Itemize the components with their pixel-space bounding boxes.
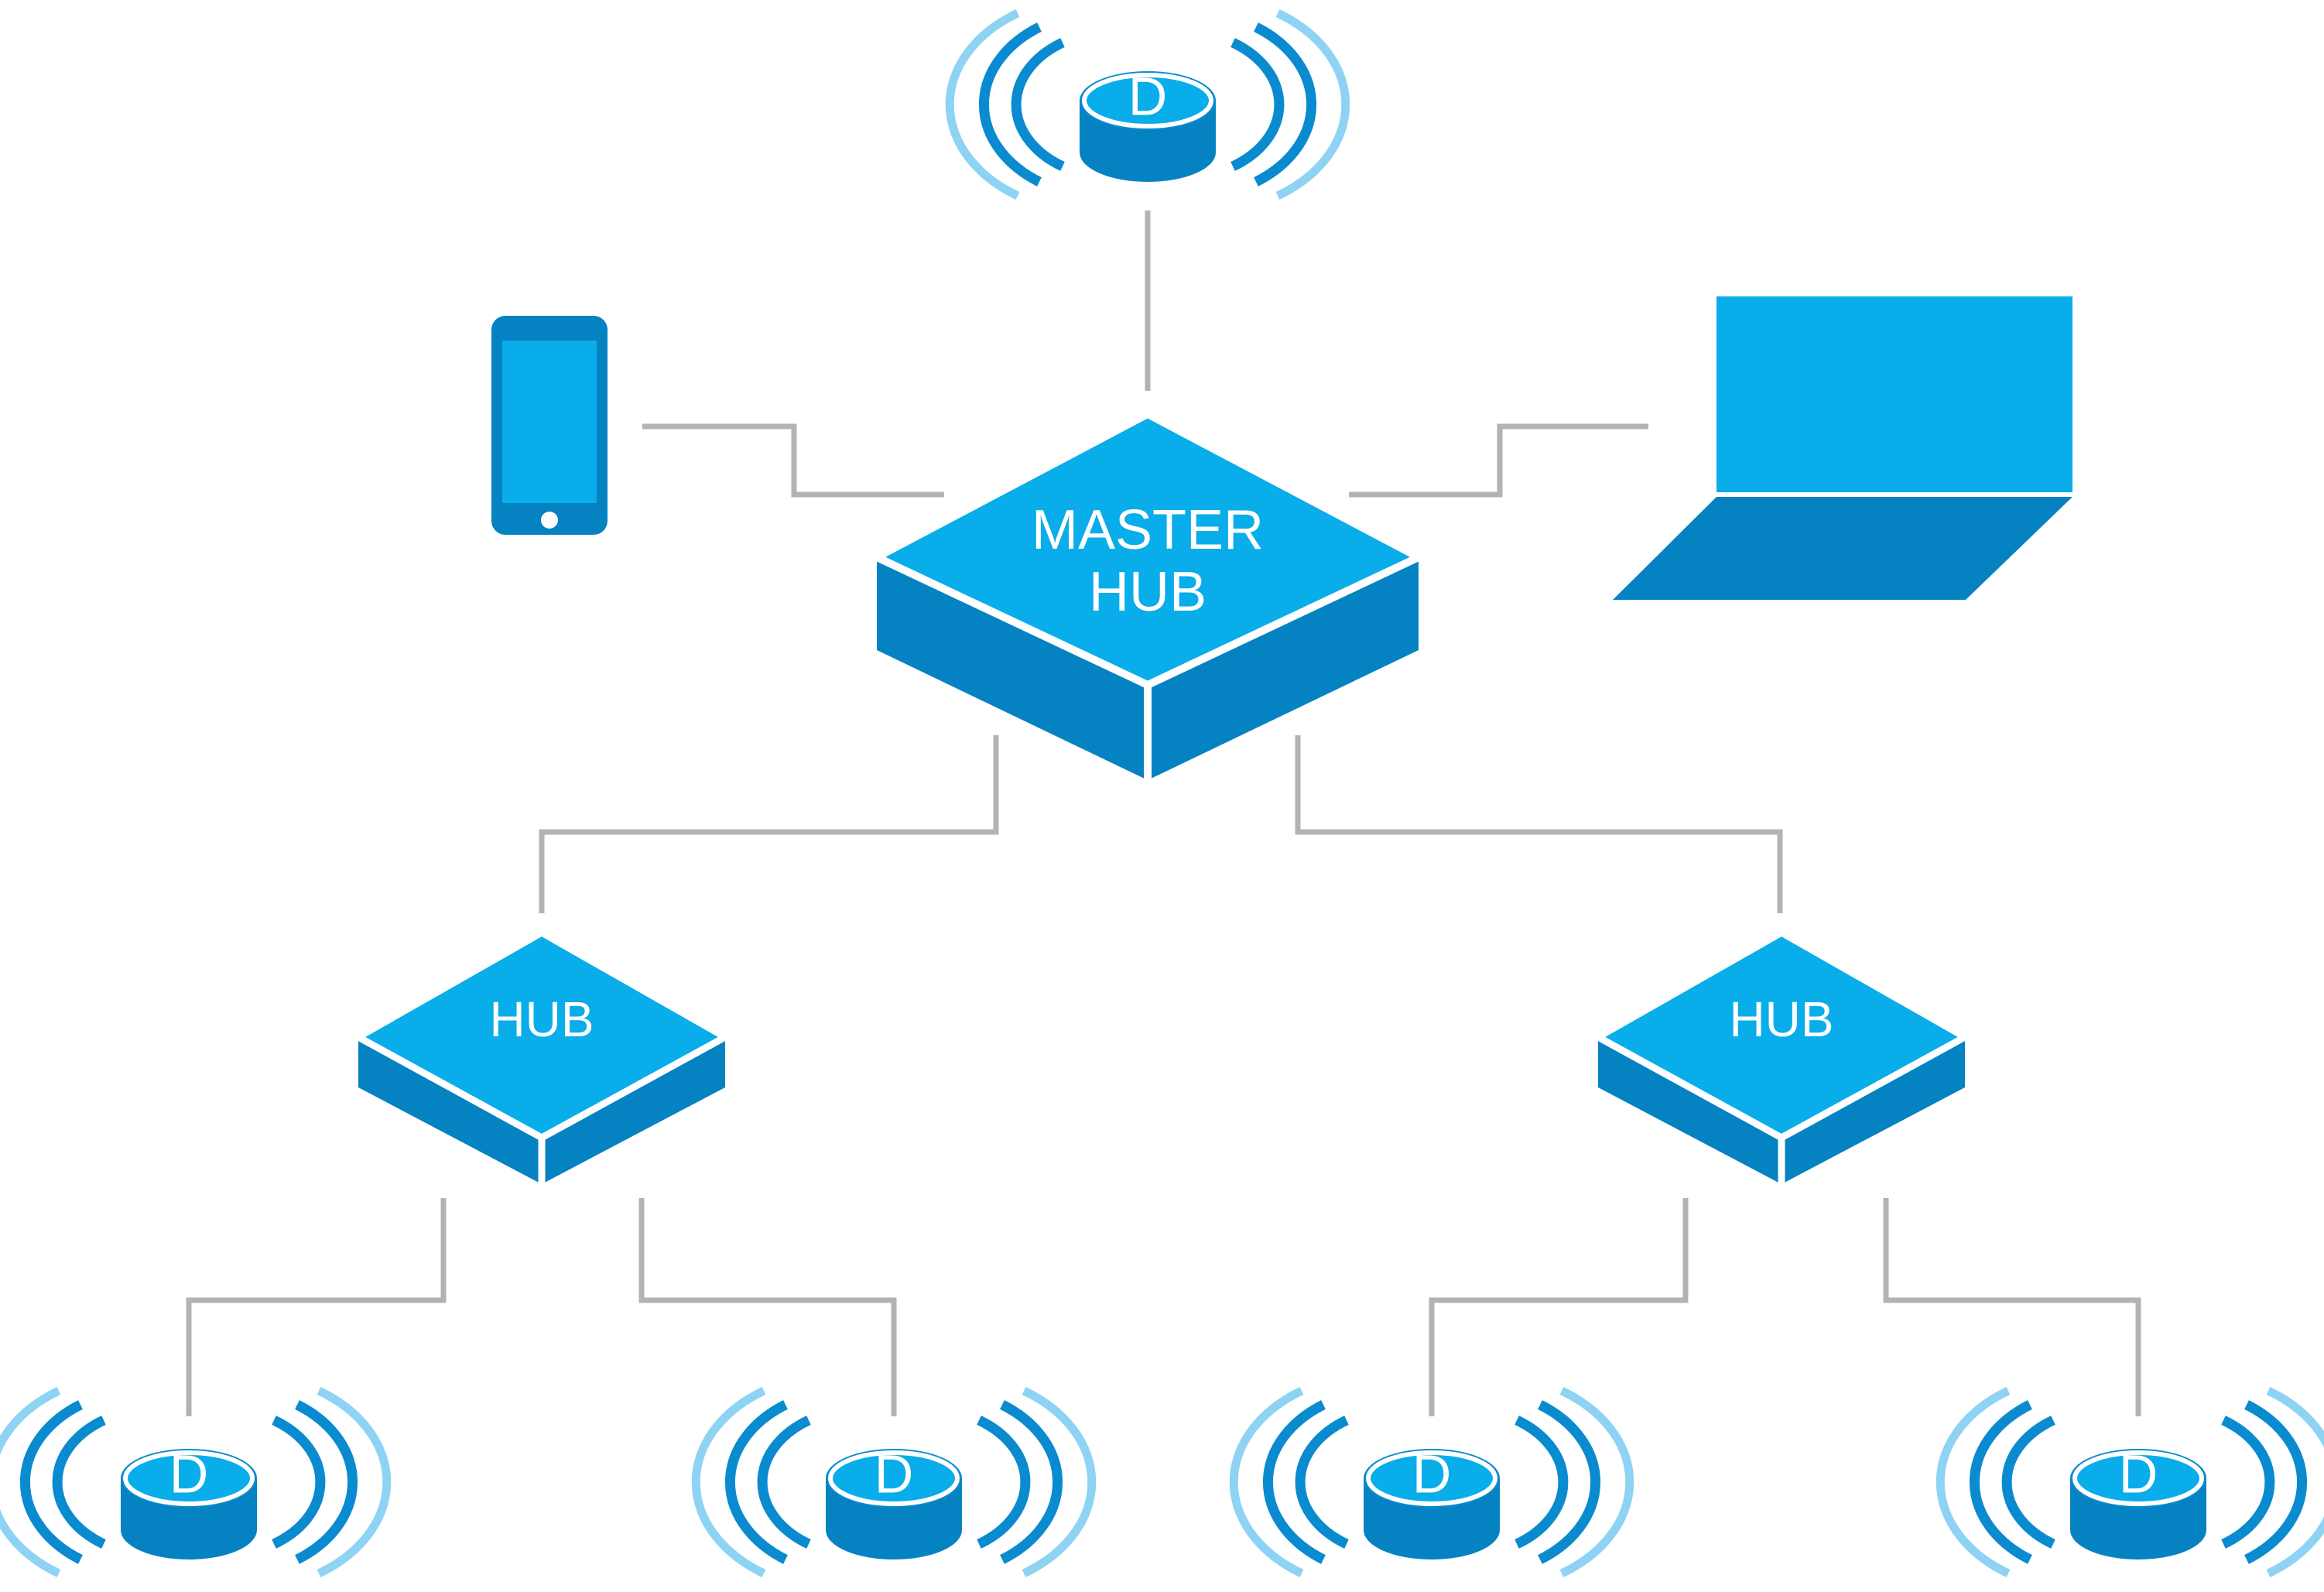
laptop-icon [1613, 296, 2072, 600]
master-hub-label-line2: HUB [1089, 561, 1206, 623]
connector-right-hub [1295, 735, 1783, 913]
connector-device-2 [638, 1198, 897, 1416]
device-bottom-3: D [1234, 1391, 1630, 1573]
device-top-label: D [1128, 66, 1168, 126]
connectors [186, 211, 2141, 1416]
master-hub: MASTER HUB [868, 409, 1428, 780]
device-bottom-4: D [1940, 1391, 2324, 1573]
connector-laptop [1349, 423, 1648, 498]
connector-device-1 [186, 1198, 447, 1416]
device-4-label: D [2119, 1443, 2158, 1504]
hub-right-label: HUB [1729, 991, 1833, 1047]
device-2-label: D [874, 1443, 914, 1504]
connector-device-3 [1429, 1198, 1689, 1416]
device-top: D [950, 13, 1346, 196]
device-3-label: D [1412, 1443, 1452, 1504]
hub-left-label: HUB [489, 991, 594, 1047]
device-1-label: D [169, 1443, 209, 1504]
connector-device-4 [1883, 1198, 2141, 1416]
hub-left: HUB [351, 928, 733, 1184]
connector-phone [642, 423, 944, 498]
smartphone-icon [491, 316, 608, 535]
hub-right: HUB [1590, 928, 1973, 1184]
connector-left-hub [539, 735, 999, 913]
device-bottom-2: D [696, 1391, 1092, 1573]
device-bottom-1: D [0, 1391, 387, 1573]
master-hub-label-line1: MASTER [1032, 499, 1264, 561]
